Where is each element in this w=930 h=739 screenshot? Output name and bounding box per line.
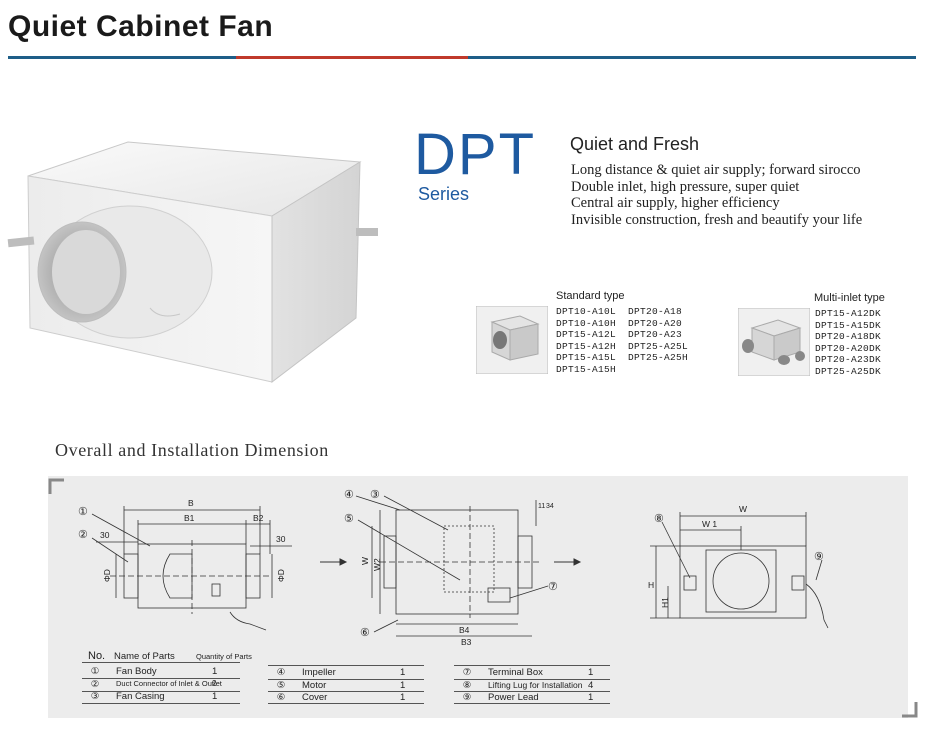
dim-W-front: W — [739, 504, 747, 514]
dim-B4: B4 — [459, 625, 470, 635]
multi-inlet-models: DPT15-A12DK DPT15-A15DK DPT20-A18DK DPT2… — [815, 308, 881, 378]
standard-models-col1: DPT10-A10L DPT10-A10H DPT15-A12L DPT15-A… — [556, 306, 616, 376]
dim-30-left: 30 — [100, 530, 110, 540]
model-item: DPT20-A18 — [628, 306, 683, 317]
callout-1: ① — [78, 506, 88, 518]
callout-8: ⑧ — [654, 513, 664, 525]
model-item: DPT20-A18DK — [815, 331, 882, 343]
dim-W1: W 1 — [702, 519, 717, 529]
dim-B3: B3 — [461, 637, 472, 647]
model-item: DPT15-A15H — [556, 363, 617, 375]
dimension-section-title: Overall and Installation Dimension — [55, 440, 329, 460]
model-item: DPT10-A10H — [556, 317, 617, 329]
model-item: DPT20-A20 — [628, 317, 683, 329]
feature-item: Central air supply, higher efficiency — [571, 195, 780, 211]
feature-list: Long distance & quiet air supply; forwar… — [571, 162, 862, 228]
model-item: DPT20-A20DK — [815, 342, 882, 354]
title-rule — [8, 56, 916, 59]
model-item: DPT15-A12H — [556, 340, 617, 352]
callout-3: ③ — [370, 489, 380, 501]
model-item: DPT20-A23 — [628, 329, 683, 341]
model-item: DPT10-A10L — [556, 306, 617, 317]
callout-4: ④ — [344, 489, 354, 501]
dimension-drawings: B B1 B2 30 30 ΦD ΦD ① ② W W2 B4 B3 11 34… — [48, 478, 918, 718]
dim-phiD-left: ΦD — [102, 569, 112, 582]
model-item: DPT25-A25H — [628, 352, 689, 364]
standard-type-thumbnail — [476, 306, 548, 374]
standard-models-col2: DPT20-A18 DPT20-A20 DPT20-A23 DPT25-A25L… — [628, 306, 688, 364]
model-item: DPT15-A15L — [556, 352, 617, 364]
dim-H1: H1 — [660, 597, 670, 608]
standard-type-label: Standard type — [556, 290, 625, 302]
multi-inlet-type-label: Multi-inlet type — [814, 292, 885, 304]
dim-34: 34 — [546, 503, 554, 510]
multi-inlet-thumbnail — [738, 308, 810, 376]
dim-W: W — [360, 557, 370, 565]
tagline: Quiet and Fresh — [570, 134, 700, 154]
feature-item: Long distance & quiet air supply; forwar… — [571, 162, 861, 178]
parts-header-qty: Quantity of Parts — [196, 652, 252, 661]
series-word: Series — [418, 184, 470, 204]
parts-header-name: Name of Parts — [114, 651, 175, 662]
model-item: DPT15-A12L — [556, 329, 617, 341]
dim-B: B — [188, 498, 194, 508]
model-item: DPT25-A25DK — [815, 365, 882, 377]
dim-30-right: 30 — [276, 534, 286, 544]
product-image — [7, 141, 378, 384]
series-code: DPT — [414, 122, 536, 187]
feature-item: Double inlet, high pressure, super quiet — [571, 178, 800, 195]
page-title: Quiet Cabinet Fan — [8, 10, 274, 43]
dim-H: H — [648, 580, 654, 590]
model-item: DPT25-A25L — [628, 340, 689, 352]
dim-B1: B1 — [184, 513, 195, 523]
dim-W2: W2 — [372, 558, 382, 571]
feature-item: Invisible construction, fresh and beauti… — [571, 211, 863, 228]
model-item: DPT15-A12DK — [815, 308, 882, 319]
model-item: DPT15-A15DK — [815, 319, 882, 331]
dim-11: 11 — [538, 503, 545, 510]
dim-B2: B2 — [253, 513, 264, 523]
callout-9: ⑨ — [814, 551, 824, 563]
callout-5: ⑤ — [344, 513, 354, 525]
callout-6: ⑥ — [360, 627, 370, 639]
parts-header-no: No. — [88, 650, 106, 662]
callout-7: ⑦ — [548, 581, 558, 593]
model-item: DPT20-A23DK — [815, 354, 882, 366]
callout-2: ② — [78, 529, 88, 541]
dim-phiD-right: ΦD — [276, 569, 286, 582]
